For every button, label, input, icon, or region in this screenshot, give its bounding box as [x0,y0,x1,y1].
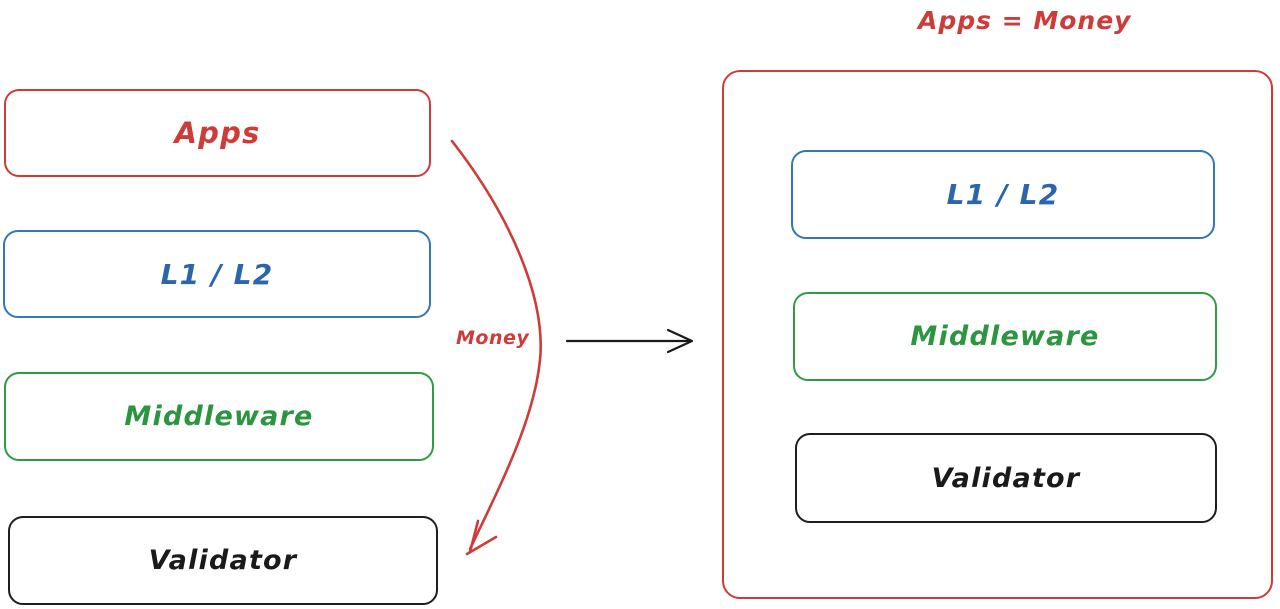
grouped-layer-label-middleware: Middleware [910,321,1100,352]
transition-arrow [565,328,694,354]
grouped-layer-box-middleware[interactable]: Middleware [793,292,1217,381]
layer-stack-before: Apps L1 / L2 Middleware Validator [0,0,460,609]
layer-label-l1-l2: L1 / L2 [160,257,274,291]
layer-label-apps: Apps [174,116,261,150]
layer-label-middleware: Middleware [124,401,314,432]
grouped-stack-panel[interactable] [722,70,1273,599]
layer-label-validator: Validator [148,545,298,576]
layer-box-validator[interactable]: Validator [8,516,438,605]
money-curved-arrow [450,139,542,556]
grouped-layer-box-l1-l2[interactable]: L1 / L2 [791,150,1215,239]
grouped-layer-label-validator: Validator [931,462,1081,494]
group-title-apps-equals-money: Apps = Money [918,6,1132,35]
layer-box-middleware[interactable]: Middleware [4,372,434,461]
grouped-layer-label-l1-l2: L1 / L2 [946,178,1060,211]
money-annotation-label: Money [456,327,530,349]
grouped-layer-box-validator[interactable]: Validator [795,433,1217,523]
layer-box-l1-l2[interactable]: L1 / L2 [3,230,431,318]
layer-box-apps[interactable]: Apps [4,89,431,177]
